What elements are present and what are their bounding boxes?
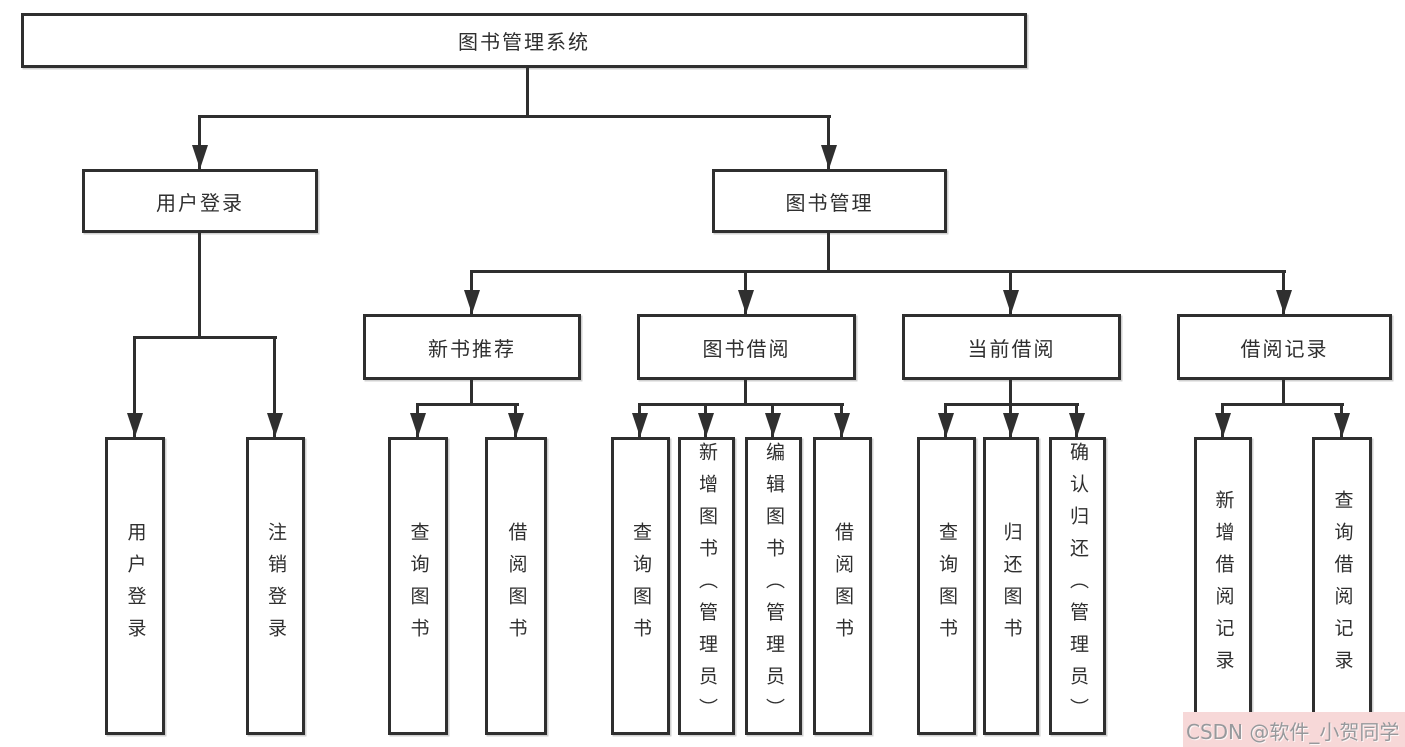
arrowhead-current-query <box>938 413 954 437</box>
connector-borrow-branch <box>638 403 844 406</box>
leaf-user-login: 用户登录 <box>105 437 165 735</box>
connector-mgmt-branch <box>470 270 1286 273</box>
arrowhead-borrow-add <box>698 413 714 437</box>
node-new-book-recommend: 新书推荐 <box>363 314 581 380</box>
leaf-return-books: 归还图书 <box>983 437 1039 735</box>
node-user-login-label: 用户登录 <box>156 190 244 215</box>
connector-drop-user-login <box>198 115 201 169</box>
node-book-management-label: 图书管理 <box>785 190 874 215</box>
arrowhead-borrow-query <box>632 413 648 437</box>
leaf-add-borrow-record-label: 新增借阅记录 <box>1212 490 1235 682</box>
leaf-current-query-books: 查询图书 <box>917 437 976 735</box>
connector-root-stem <box>526 68 529 118</box>
node-borrow-records: 借阅记录 <box>1177 314 1392 380</box>
arrowhead-recommend-borrow <box>508 413 524 437</box>
leaf-user-login-label: 用户登录 <box>124 522 147 650</box>
node-borrow-records-label: 借阅记录 <box>1240 336 1329 361</box>
connector-drop-leaf-login <box>133 336 136 437</box>
connector-records-stem <box>1282 380 1285 406</box>
leaf-add-books-admin: 新增图书（管理员） <box>678 437 735 735</box>
arrowhead-leaf-logout <box>267 413 283 437</box>
leaf-confirm-return-admin-label: 确认归还（管理员） <box>1067 442 1089 730</box>
leaf-recommend-borrow-books: 借阅图书 <box>485 437 547 735</box>
arrowhead-current-return <box>1003 413 1019 437</box>
leaf-add-books-admin-label: 新增图书（管理员） <box>696 442 718 730</box>
node-user-login: 用户登录 <box>82 169 318 233</box>
arrowhead-book-borrow <box>738 290 754 314</box>
connector-login-branch <box>133 336 277 339</box>
watermark-text: CSDN @软件_小贺同学 <box>1186 720 1400 744</box>
arrowhead-borrow-borrow <box>834 413 850 437</box>
arrowhead-recommend-query <box>410 413 426 437</box>
node-current-borrow-label: 当前借阅 <box>967 336 1056 361</box>
arrowhead-records-query <box>1334 413 1350 437</box>
watermark-background <box>1183 712 1405 747</box>
leaf-borrow-query-books: 查询图书 <box>611 437 670 735</box>
node-current-borrow: 当前借阅 <box>902 314 1121 380</box>
arrowhead-borrow-edit <box>765 413 781 437</box>
leaf-confirm-return-admin: 确认归还（管理员） <box>1049 437 1106 735</box>
leaf-return-books-label: 归还图书 <box>1000 522 1023 650</box>
leaf-logout: 注销登录 <box>246 437 305 735</box>
arrowhead-current-borrow <box>1003 290 1019 314</box>
leaf-recommend-borrow-books-label: 借阅图书 <box>505 522 528 650</box>
root-node-library-system: 图书管理系统 <box>21 13 1027 68</box>
arrowhead-borrow-records <box>1276 290 1292 314</box>
leaf-recommend-query-books: 查询图书 <box>388 437 448 735</box>
arrowhead-user-login <box>192 145 208 169</box>
leaf-query-borrow-record-label: 查询借阅记录 <box>1331 490 1354 682</box>
arrowhead-records-add <box>1215 413 1231 437</box>
leaf-recommend-query-books-label: 查询图书 <box>407 522 430 650</box>
leaf-edit-books-admin-label: 编辑图书（管理员） <box>763 442 785 730</box>
arrowhead-leaf-login <box>127 413 143 437</box>
leaf-borrow-books-label: 借阅图书 <box>832 522 854 650</box>
leaf-logout-label: 注销登录 <box>265 522 287 650</box>
node-book-management: 图书管理 <box>712 169 947 233</box>
node-new-book-recommend-label: 新书推荐 <box>428 336 516 361</box>
leaf-borrow-query-books-label: 查询图书 <box>630 522 652 650</box>
leaf-borrow-books: 借阅图书 <box>813 437 872 735</box>
node-book-borrow: 图书借阅 <box>637 314 856 380</box>
connector-login-stem <box>198 232 201 338</box>
leaf-query-borrow-record: 查询借阅记录 <box>1312 437 1372 735</box>
leaf-add-borrow-record: 新增借阅记录 <box>1194 437 1252 735</box>
connector-current-stem <box>1009 380 1012 406</box>
connector-recommend-stem <box>470 380 473 406</box>
arrowhead-new-book <box>464 290 480 314</box>
connector-mgmt-stem <box>827 232 830 273</box>
connector-borrow-stem <box>744 380 747 406</box>
node-book-borrow-label: 图书借阅 <box>702 336 791 361</box>
leaf-current-query-books-label: 查询图书 <box>936 522 958 650</box>
arrowhead-book-management <box>821 145 837 169</box>
connector-drop-leaf-logout <box>273 336 276 437</box>
connector-drop-book-management <box>827 115 830 169</box>
connector-records-branch <box>1221 403 1344 406</box>
connector-recommend-branch <box>416 403 519 406</box>
root-node-label: 图书管理系统 <box>458 30 590 54</box>
arrowhead-current-confirm <box>1069 413 1085 437</box>
leaf-edit-books-admin: 编辑图书（管理员） <box>745 437 802 735</box>
connector-root-branch <box>198 115 831 118</box>
